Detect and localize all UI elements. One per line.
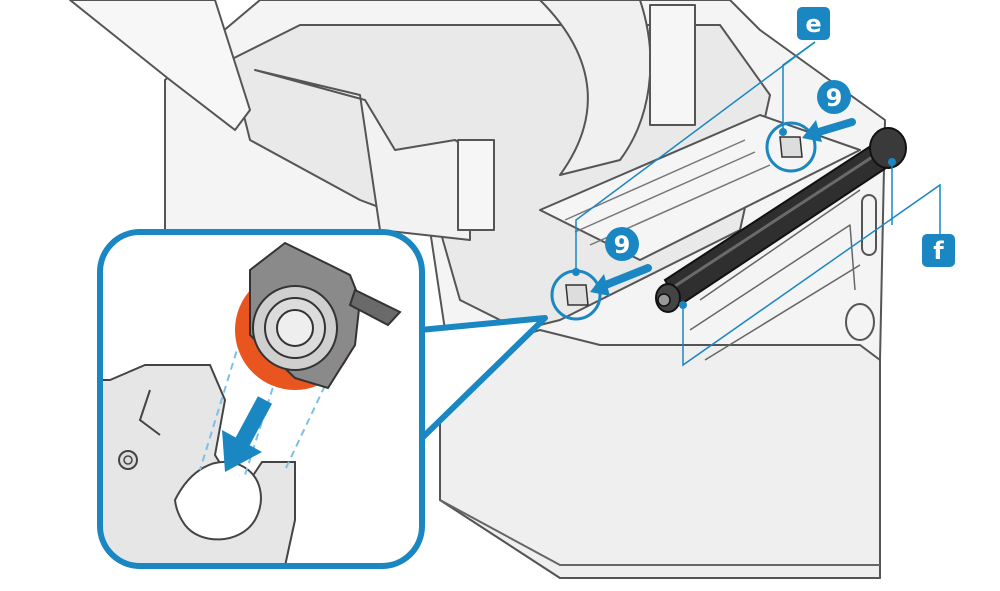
platen-roller: [655, 127, 907, 313]
printer-body: [69, 0, 886, 579]
leader-lines: [575, 41, 941, 367]
bushing-tab: [348, 288, 402, 327]
plate-slot: [173, 460, 262, 541]
plate-notch: [138, 389, 161, 436]
bushing-left: [550, 269, 602, 321]
roller-axle-left: [657, 293, 671, 307]
housing-front-face: [439, 329, 881, 579]
guide-post-right: [649, 4, 696, 126]
blue-arrow-icon: [590, 264, 652, 296]
leader-e-2: [782, 41, 816, 132]
step-bottom-label: 9: [614, 231, 631, 259]
side-button: [845, 303, 875, 341]
roller-end-right: [869, 127, 907, 169]
down-arrow-icon: [222, 396, 273, 472]
roller-slot-ridges: [689, 189, 861, 361]
printer-cover: [69, 0, 251, 131]
plate-hole: [118, 450, 138, 470]
callout-e: e: [797, 7, 830, 40]
leader-f: [682, 183, 941, 367]
step-top-label: 9: [826, 84, 843, 112]
step-badge-top: 9: [817, 80, 851, 114]
leader-e: [575, 41, 816, 272]
callout-e-label: e: [805, 10, 821, 38]
housing-bottom-lip: [439, 499, 880, 566]
side-slot: [861, 194, 877, 256]
step-badge-bottom: 9: [605, 227, 639, 261]
callout-f: f: [922, 234, 955, 267]
bushing-right: [765, 121, 817, 173]
roller-highlight: [671, 148, 884, 290]
inset-frame: [97, 229, 425, 569]
guide-post-left: [457, 139, 495, 231]
detail-inset: [97, 229, 548, 569]
callout-f-label: f: [933, 237, 944, 265]
blue-arrow-icon: [802, 118, 856, 142]
